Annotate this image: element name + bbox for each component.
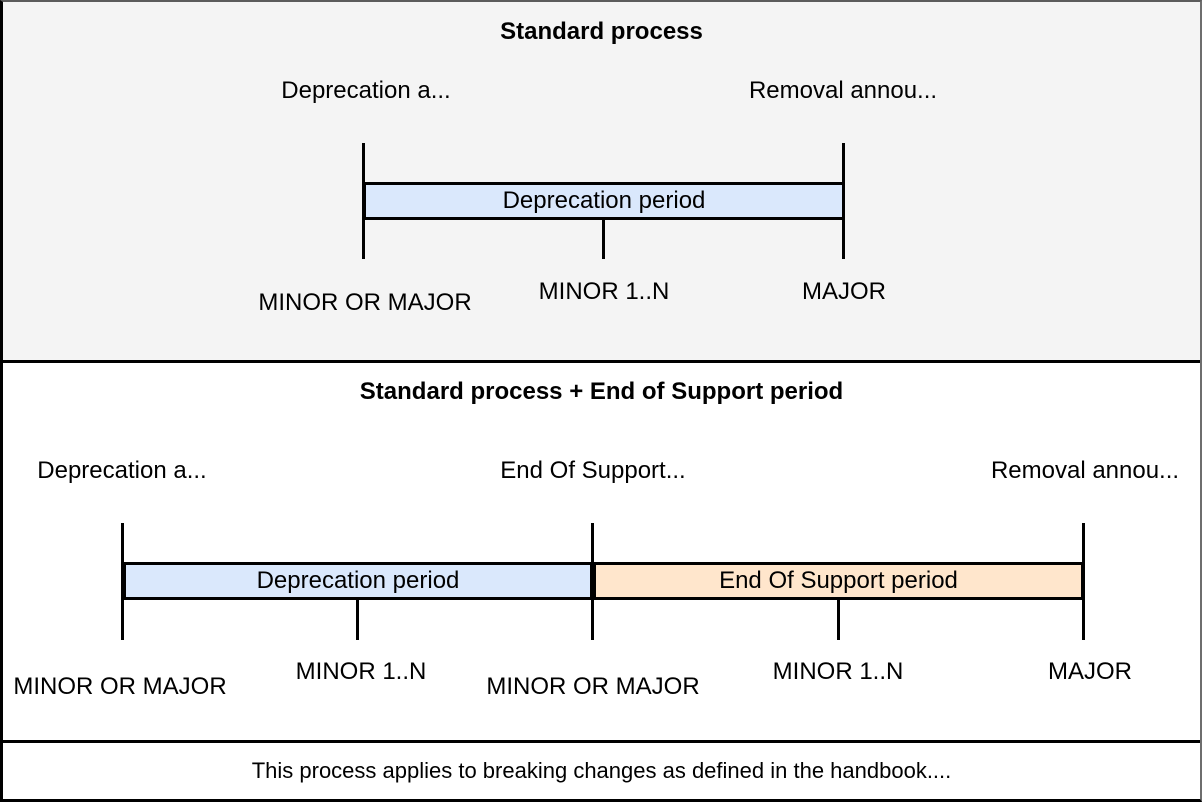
section-title: Standard process [500,18,703,45]
milestone-label-minor-1n: MINOR 1..N [772,658,904,685]
milestone-label-minor-or-major: MINOR OR MAJOR [13,673,227,700]
footer-note-text: This process applies to breaking changes… [251,758,952,783]
milestone-label-major: MAJOR [1048,658,1132,685]
event-label-deprecation-announcement: Deprecation a... [281,77,451,104]
milestone-label-minor-1n: MINOR 1..N [538,278,670,305]
milestone-tick-minor [602,217,605,259]
deprecation-period-bar-label: Deprecation period [502,187,706,214]
end-of-support-period-bar: End Of Support period [593,562,1084,600]
milestone-label-minor-or-major: MINOR OR MAJOR [486,673,700,700]
milestone-label-minor-1n: MINOR 1..N [295,658,427,685]
milestone-tick-minor [356,597,359,640]
event-label-end-of-support: End Of Support... [500,457,686,484]
event-label-deprecation-announcement: Deprecation a... [37,457,207,484]
event-label-removal-announcement: Removal annou... [748,77,938,104]
milestone-label-minor-or-major: MINOR OR MAJOR [258,289,472,316]
milestone-tick-minor [837,597,840,640]
standard-plus-eos-panel [3,363,1200,737]
standard-process-panel: Standard process Deprecation a... Remova… [3,2,1200,363]
deprecation-period-bar-label: Deprecation period [256,567,460,594]
milestone-label-major: MAJOR [802,278,886,305]
end-of-support-period-bar-label: End Of Support period [719,567,958,594]
timeline-boundary-line-left [121,523,124,640]
event-label-removal-announcement: Removal annou... [990,457,1180,484]
footer-note-bar: This process applies to breaking changes… [3,740,1200,799]
deprecation-period-bar: Deprecation period [363,182,845,220]
deprecation-period-bar: Deprecation period [123,562,593,600]
section-title: Standard process + End of Support period [359,378,844,405]
